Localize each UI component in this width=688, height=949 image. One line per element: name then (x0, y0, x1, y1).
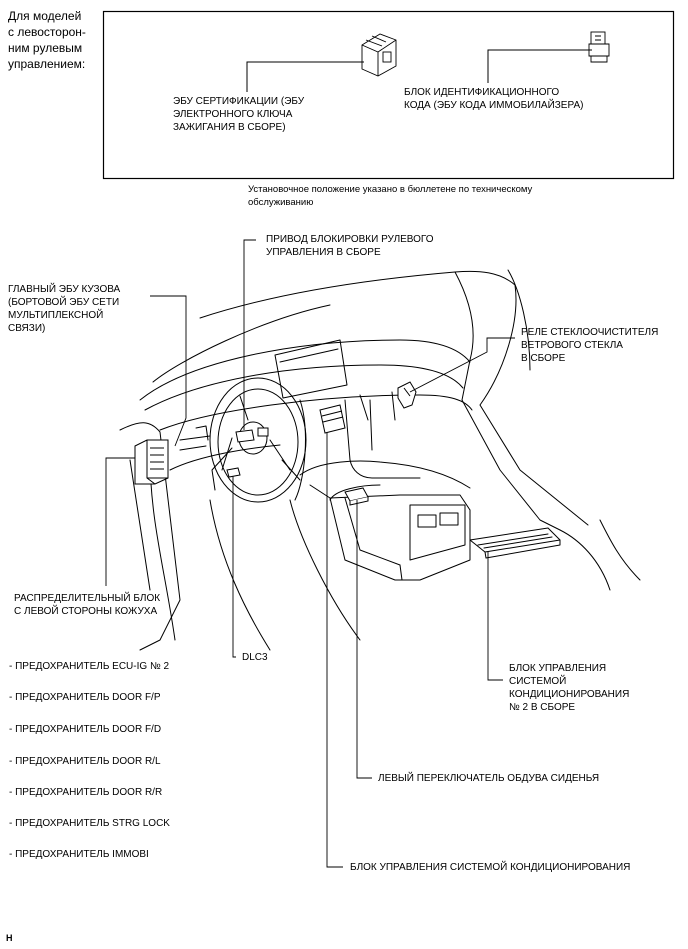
fuse-item: - ПРЕДОХРАНИТЕЛЬ ECU-IG № 2 (9, 661, 170, 672)
fuse-item: - ПРЕДОХРАНИТЕЛЬ DOOR R/R (9, 787, 163, 798)
label-seat-blower-switch: ЛЕВЫЙ ПЕРЕКЛЮЧАТЕЛЬ ОБДУВА СИДЕНЬЯ (378, 773, 600, 784)
bulletin-note: Установочное положение указано в бюллете… (248, 184, 533, 208)
fuse-item: - ПРЕДОХРАНИТЕЛЬ DOOR F/P (9, 692, 161, 703)
inset-frame (102, 10, 675, 180)
label-id-code-box: БЛОК ИДЕНТИФИКАЦИОННОГО КОДА (ЭБУ КОДА И… (404, 87, 584, 111)
wiper-relay-icon (397, 381, 417, 409)
label-main-body-ecu: ГЛАВНЫЙ ЭБУ КУЗОВА (БОРТОВОЙ ЭБУ СЕТИ МУ… (8, 284, 121, 334)
leader-id-code (487, 49, 592, 83)
leader-cert-ecu (246, 61, 364, 92)
ac-control-icon (319, 404, 346, 434)
label-ac-control-2: БЛОК УПРАВЛЕНИЯ СИСТЕМОЙ КОНДИЦИОНИРОВАН… (509, 663, 630, 713)
dlc3-icon (226, 467, 241, 478)
lhd-models-note: Для моделей с левосторон- ним рулевым уп… (8, 9, 86, 71)
main-body-ecu-icon (134, 439, 169, 485)
figure-code: H (6, 933, 13, 943)
fuse-item: - ПРЕДОХРАНИТЕЛЬ STRG LOCK (9, 818, 170, 829)
leader-lines (105, 239, 515, 868)
id-code-box-icon (588, 31, 610, 63)
label-junction-block: РАСПРЕДЕЛИТЕЛЬНЫЙ БЛОК С ЛЕВОЙ СТОРОНЫ К… (14, 593, 161, 617)
label-ac-control: БЛОК УПРАВЛЕНИЯ СИСТЕМОЙ КОНДИЦИОНИРОВАН… (350, 862, 631, 873)
label-dlc3: DLC3 (242, 652, 268, 663)
fuse-item: - ПРЕДОХРАНИТЕЛЬ IMMOBI (9, 849, 149, 860)
label-steering-lock: ПРИВОД БЛОКИРОВКИ РУЛЕВОГО УПРАВЛЕНИЯ В … (266, 234, 434, 258)
steering-lock-icon (235, 427, 269, 443)
label-certification-ecu: ЭБУ СЕРТИФИКАЦИИ (ЭБУ ЭЛЕКТРОННОГО КЛЮЧА… (173, 96, 305, 133)
fuse-item: - ПРЕДОХРАНИТЕЛЬ DOOR R/L (9, 756, 161, 767)
label-wiper-relay: РЕЛЕ СТЕКЛООЧИСТИТЕЛЯ ВЕТРОВОГО СТЕКЛА В… (521, 327, 659, 364)
certification-ecu-icon (361, 33, 397, 77)
fuse-item: - ПРЕДОХРАНИТЕЛЬ DOOR F/D (9, 724, 162, 735)
seat-blower-switch-icon (344, 487, 369, 506)
